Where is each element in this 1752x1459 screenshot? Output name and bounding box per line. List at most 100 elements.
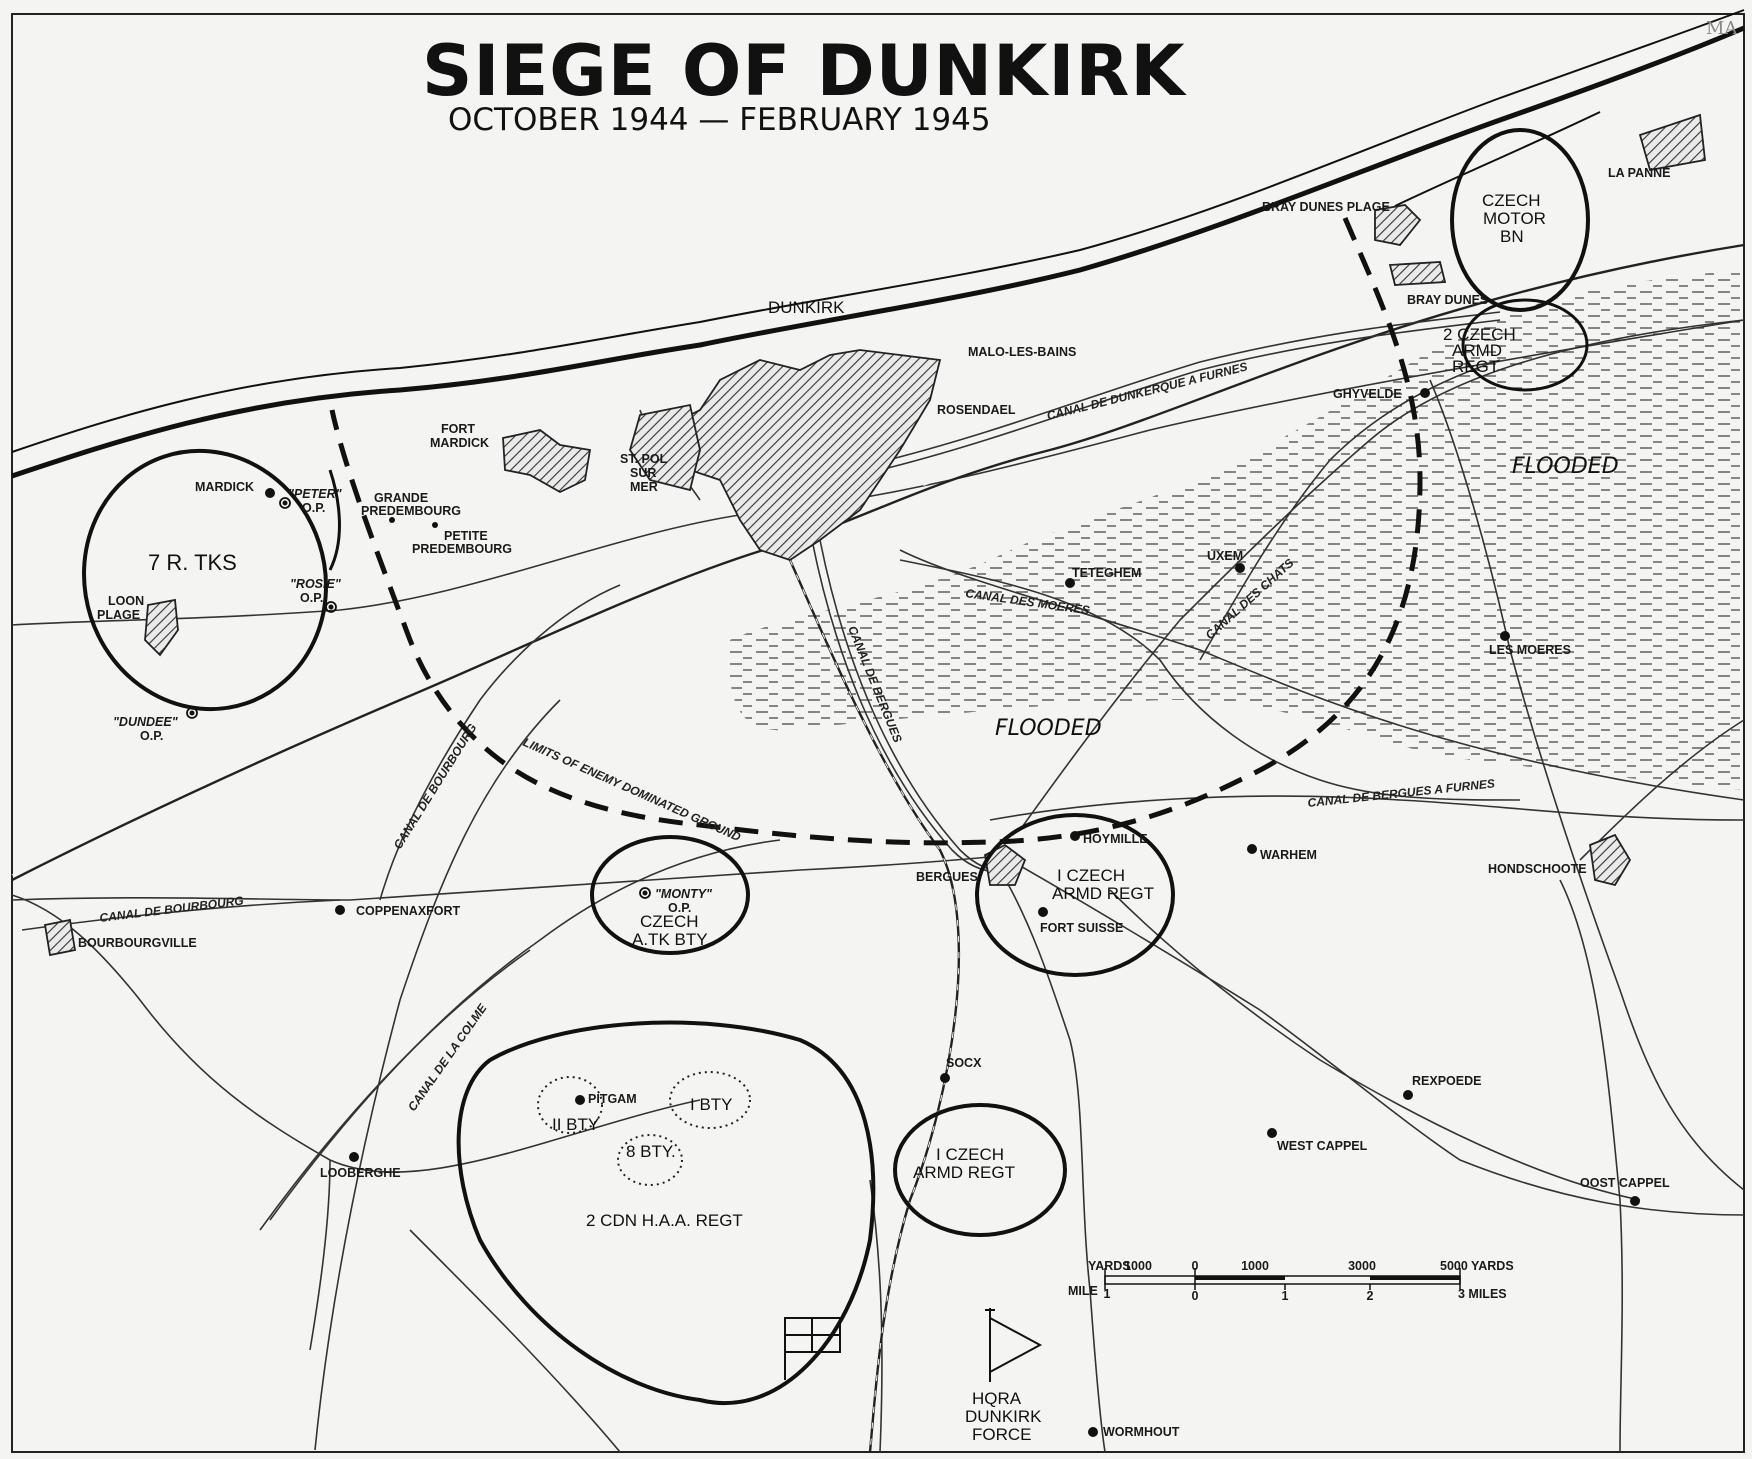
map-subtitle: OCTOBER 1944 — FEBRUARY 1945 <box>448 102 991 138</box>
uxem-marker <box>1235 563 1245 573</box>
loon-plage-built-up <box>144 598 179 657</box>
scale-bar <box>1104 1268 1461 1290</box>
unit-czech-atk-2: A.TK BTY <box>632 930 708 949</box>
label-oost-cappel: OOST CAPPEL <box>1580 1176 1670 1190</box>
op-rosie-marker <box>325 601 337 613</box>
label-petite-1: PETITE <box>444 529 488 543</box>
unit-czech-motor-2: MOTOR <box>1483 209 1546 228</box>
scale-yards-tick-4: 5000 YARDS <box>1440 1259 1514 1273</box>
unit-i-bty: I BTY <box>690 1095 733 1114</box>
enemy-limit-line <box>329 217 1423 846</box>
unit-1-czech-a-2: ARMD REGT <box>1052 884 1154 903</box>
label-grande-1: GRANDE <box>374 491 428 505</box>
unit-8-bty: 8 BTY. <box>626 1142 676 1161</box>
label-st-pol-2: SUR <box>630 466 656 480</box>
unit-1-czech-b-1: I CZECH <box>936 1145 1004 1164</box>
roads <box>11 319 1745 1453</box>
unit-7-r-tks: 7 R. TKS <box>148 550 237 575</box>
label-hondschoote: HONDSCHOOTE <box>1488 862 1587 876</box>
looberghe-marker <box>349 1152 359 1162</box>
label-looberghe: LOOBERGHE <box>320 1166 401 1180</box>
coastline <box>11 9 1745 479</box>
label-hoymille: HOYMILLE <box>1083 832 1148 846</box>
bergues-built-up <box>984 843 1027 886</box>
unit-hqra-1: HQRA <box>972 1389 1022 1408</box>
scale-yards-tick-3: 3000 <box>1348 1259 1376 1273</box>
label-west-cappel: WEST CAPPEL <box>1277 1139 1368 1153</box>
unit-boundaries <box>82 128 1590 1406</box>
label-rexpoede: REXPOEDE <box>1412 1074 1481 1088</box>
bray-dunes-plage-built-up <box>1374 204 1422 246</box>
label-bergues: BERGUES <box>916 870 978 884</box>
corner-mark: MA <box>1706 18 1738 39</box>
les-moeres-marker <box>1500 631 1510 641</box>
scale-mile-label: MILE <box>1068 1284 1098 1298</box>
label-fort-mardick-1: FORT <box>441 422 475 436</box>
hqra-flag <box>985 1308 1043 1382</box>
scale-mile-tick-2: 1 <box>1282 1289 1289 1303</box>
coppenaxfort-marker <box>335 905 345 915</box>
op-peter-label-1: "PETER" <box>288 487 343 501</box>
wormhout-marker <box>1088 1427 1098 1437</box>
op-dundee-label-2: O.P. <box>140 729 163 743</box>
scale-yards-label: YARDS <box>1088 1259 1131 1273</box>
la-panne-built-up <box>1638 113 1706 172</box>
place-markers <box>265 388 1640 1437</box>
unit-czech-motor-1: CZECH <box>1482 191 1541 210</box>
op-dundee-label-1: "DUNDEE" <box>113 715 179 729</box>
dunkirk-built-up <box>658 349 942 561</box>
petite-predembourg-marker <box>432 522 438 528</box>
label-grande-2: PREDEMBOURG <box>361 504 461 518</box>
label-dunkirk: DUNKIRK <box>768 298 845 317</box>
label-loon-1: LOON <box>108 594 144 608</box>
observation-post-markers <box>186 497 651 899</box>
bray-dunes-built-up <box>1388 261 1447 286</box>
label-st-pol-3: MER <box>630 480 658 494</box>
fort-mardick-built-up <box>502 429 592 494</box>
op-monty-label-2: O.P. <box>668 901 691 915</box>
scale-yards-tick-0: 1000 <box>1124 1259 1152 1273</box>
battery-outlines <box>537 1071 751 1186</box>
unit-2-cdn-haa: 2 CDN H.A.A. REGT <box>586 1211 743 1230</box>
label-les-moeres: LES MOERES <box>1489 643 1571 657</box>
scale-mile-tick-1: 0 <box>1192 1289 1199 1303</box>
label-la-panne: LA PANNE <box>1608 166 1671 180</box>
unit-czech-atk-1: CZECH <box>640 912 699 931</box>
st-pol-built-up <box>629 403 701 492</box>
op-peter-marker <box>279 497 291 509</box>
op-rosie-label-1: "ROSIE" <box>290 577 342 591</box>
ghyvelde-marker <box>1420 388 1430 398</box>
op-monty-marker <box>639 887 651 899</box>
bourbourgville-built-up <box>43 918 77 957</box>
label-socx: SOCX <box>946 1056 982 1070</box>
mardick-marker <box>265 488 275 498</box>
oost-cappel-marker <box>1630 1196 1640 1206</box>
label-uxem: UXEM <box>1207 549 1243 563</box>
unit-2-czech-1: 2 CZECH <box>1443 325 1516 344</box>
teteghem-marker <box>1065 578 1075 588</box>
flooded-label-central: FLOODED <box>995 716 1102 741</box>
unit-hqra-2: DUNKIRK <box>965 1407 1042 1426</box>
scale-mile-tick-3: 2 <box>1367 1289 1374 1303</box>
pitgam-marker <box>575 1095 585 1105</box>
map-title: SIEGE OF DUNKIRK <box>422 30 1187 112</box>
hoymille-marker <box>1070 831 1080 841</box>
label-malo-les-bains: MALO-LES-BAINS <box>968 345 1076 359</box>
grande-predembourg-marker <box>389 517 395 523</box>
label-wormhout: WORMHOUT <box>1103 1425 1180 1439</box>
op-dundee-marker <box>186 707 198 719</box>
scale-mile-tick-0: 1 <box>1104 1287 1111 1301</box>
label-petite-2: PREDEMBOURG <box>412 542 512 556</box>
socx-marker <box>940 1073 950 1083</box>
label-loon-2: PLAGE <box>97 608 140 622</box>
haa-regt-hq-flag <box>784 1317 841 1380</box>
label-bray-dunes-plage: BRAY DUNES PLAGE <box>1262 200 1390 214</box>
label-bourbourgville: BOURBOURGVILLE <box>78 936 197 950</box>
fort-suisse-marker <box>1038 907 1048 917</box>
label-fort-mardick-2: MARDICK <box>430 436 489 450</box>
scale-mile-tick-4: 3 MILES <box>1458 1287 1507 1301</box>
label-pitgam: PITGAM <box>588 1092 637 1106</box>
label-warhem: WARHEM <box>1260 848 1317 862</box>
label-mardick: MARDICK <box>195 480 254 494</box>
